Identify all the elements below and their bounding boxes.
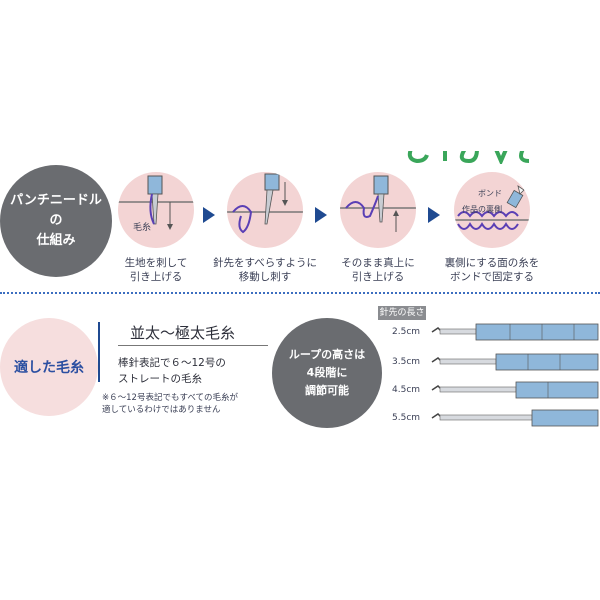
mechanism-title-line-1: パンチニードル [10,193,102,208]
needle-length-label: 5.5cm [392,413,421,423]
step-1-caption: 生地を刺して 引き上げる [101,256,211,284]
badge-bracket [98,322,114,382]
loop-line-2: 4段階に [306,366,348,379]
arrow-right-icon [428,207,440,223]
step-3-caption: そのまま真上に 引き上げる [323,256,433,284]
yarn-desc-line-2: ストレートの毛糸 [118,373,202,385]
arrow-right-icon [203,207,215,223]
yarn-description: 棒針表記で６～12号の ストレートの毛糸 [118,355,226,387]
needle-3-5cm [431,353,599,371]
step-4-caption: 裏側にする面の糸を ボンドで固定する [437,256,547,284]
needle-length-header: 針先の長さ [378,306,426,320]
yarn-title-rule [118,345,268,346]
loop-height-circle: ループの高さは 4段階に 調節可能 [272,318,382,428]
step-3-caption-line-2: 引き上げる [351,271,405,283]
needle-2-5cm [431,323,599,341]
step-3-caption-line-1: そのまま真上に [341,257,415,269]
yarn-note-line-1: ※６～12号表記でもすべての毛糸が [102,393,239,403]
needle-4-5cm [431,381,599,399]
step-3-illustration [340,172,416,248]
mechanism-title-line-2: の [49,213,63,228]
loop-line-3: 調節可能 [305,384,349,397]
suitable-yarn-badge: 適した毛糸 [0,318,98,416]
yarn-label: 毛糸 [133,223,152,233]
brand-logo-partial [405,150,545,164]
section-divider [0,292,600,294]
step-2-illustration [227,172,303,248]
yarn-weight-title: 並太～極太毛糸 [130,324,236,342]
step-4-caption-line-1: 裏側にする面の糸を [444,257,540,269]
step-1-caption-line-1: 生地を刺して [124,257,188,269]
mechanism-title-line-3: 仕組み [36,233,76,248]
loop-line-1: ループの高さは [288,348,366,361]
step-2-caption: 針先をすべらすように 移動し刺す [210,256,320,284]
needle-length-label: 3.5cm [392,357,421,367]
needle-length-label: 4.5cm [392,385,421,395]
arrow-right-icon [315,207,327,223]
step-4-caption-line-2: ボンドで固定する [450,271,534,283]
step-4-illustration [454,172,530,248]
step-2-caption-line-2: 移動し刺す [238,271,292,283]
step-1-illustration [118,172,194,248]
step-2-caption-line-1: 針先をすべらすように [212,257,318,269]
needle-5-5cm [431,409,599,427]
needle-length-label: 2.5cm [392,327,421,337]
yarn-note: ※６～12号表記でもすべての毛糸が 適しているわけではありません [102,392,238,416]
bond-label: ボンド [478,189,502,198]
yarn-desc-line-1: 棒針表記で６～12号の [118,357,226,369]
work-back-label: 作品の裏側 [462,205,502,214]
logo-graphic [407,150,530,164]
suitable-yarn-text: 適した毛糸 [14,360,84,376]
step-1-caption-line-2: 引き上げる [129,271,183,283]
mechanism-title-circle: パンチニードル の 仕組み [0,165,112,277]
yarn-note-line-2: 適しているわけではありません [102,405,221,415]
